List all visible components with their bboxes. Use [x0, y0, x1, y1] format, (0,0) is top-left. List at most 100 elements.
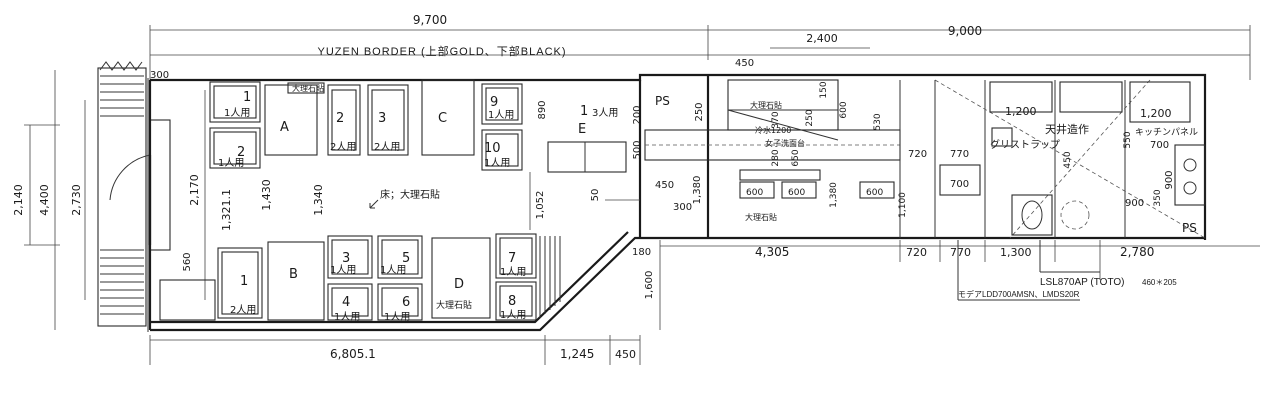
dim-1200b: 1,200 [1140, 107, 1172, 120]
dim-top-mid: 2,400 [806, 32, 838, 45]
dim-bot-4305: 4,305 [755, 245, 789, 259]
marble-bottom-label: 大理石貼 [436, 299, 472, 311]
table-1-top-cap: 1人用 [224, 107, 250, 119]
booth-9 [481, 83, 523, 125]
dim-1321: 1,321.1 [220, 189, 233, 231]
dim-450-mid: 450 [655, 180, 674, 191]
counter-1-cap: 3人用 [592, 107, 618, 119]
dim-bot-770: 770 [950, 246, 971, 259]
dim-left-total: 4,400 [38, 184, 51, 216]
dim-bot-6805: 6,805.1 [330, 347, 376, 361]
booth-3-number: 3 [378, 111, 386, 126]
dim-1052: 1,052 [535, 191, 546, 220]
dim-700-mid: 700 [950, 179, 969, 190]
booth-b3-cap: 1人用 [330, 264, 356, 276]
upper-marble-label: 大理石貼 [750, 100, 782, 110]
table-1-bottom [217, 247, 263, 319]
counter-1-number: 1 [580, 104, 588, 119]
slat-screen [539, 236, 561, 318]
table-a [264, 84, 318, 156]
border-note: YUZEN BORDER (上部GOLD、下部BLACK) [317, 44, 566, 58]
kitchen-fixtures [739, 169, 895, 199]
floor-note: 床；大理石貼 [380, 188, 440, 201]
marble-mid-label: 大理石貼 [745, 212, 777, 222]
dim-180: 180 [632, 247, 651, 258]
counter-e [547, 141, 627, 173]
dim-bot-1300: 1,300 [1000, 246, 1032, 259]
toilet-size: 460＊205 [1142, 278, 1177, 287]
entrance-stairs [97, 61, 171, 327]
booth-7-cap: 1人用 [500, 266, 526, 278]
marble-top-label: 大理石貼 [292, 83, 324, 93]
dim-left-outer: 2,140 [12, 184, 25, 216]
dim-500: 500 [632, 140, 643, 159]
dim-50: 50 [590, 189, 601, 202]
booth-b6-cap: 1人用 [384, 311, 410, 323]
counter-e-label: E [578, 122, 586, 137]
dim-300-mid: 300 [673, 202, 692, 213]
ps-top: PS [655, 94, 670, 108]
dim-bot-2780: 2,780 [1120, 245, 1154, 259]
booth-9-cap: 1人用 [488, 109, 514, 121]
booth-3-cap: 2人用 [374, 141, 400, 153]
dim-450-top: 450 [735, 58, 754, 69]
fixture-600-c: 600 [866, 188, 883, 198]
dim-left-inner: 2,730 [70, 184, 83, 216]
booth-3 [367, 84, 409, 156]
dim-280: 280 [771, 149, 781, 166]
dim-450-r: 450 [1063, 151, 1073, 168]
model-note: モデアLDD700AMSN、LMDS20R [958, 289, 1080, 299]
table-1-bottom-number: 1 [240, 274, 248, 289]
booth-8 [495, 281, 537, 321]
booth-10 [481, 129, 523, 171]
dim-600: 600 [839, 101, 849, 118]
booth-2 [327, 84, 361, 156]
booth-7 [495, 233, 537, 279]
dim-350: 350 [1153, 189, 1163, 206]
dim-250: 250 [694, 102, 705, 121]
booth-b5 [377, 235, 423, 279]
booth-2-number: 2 [336, 111, 344, 126]
table-2-left-number: 2 [237, 145, 245, 160]
table-b-label: B [289, 267, 298, 282]
toilet-model: LSL870AP (TOTO) [1040, 277, 1125, 288]
dim-bot-720: 720 [906, 246, 927, 259]
dim-150: 150 [819, 81, 829, 98]
dim-1100: 1,100 [898, 192, 908, 218]
table-1-bottom-cap: 2人用 [230, 304, 256, 316]
booth-b4-number: 4 [342, 295, 350, 310]
booth-8-number: 8 [508, 294, 516, 309]
dim-1200a: 1,200 [1005, 105, 1037, 118]
dim-1600: 1,600 [644, 271, 655, 300]
entrance-counter [159, 279, 216, 321]
dim-560: 560 [182, 252, 193, 271]
dim-bot-1245: 1,245 [560, 347, 594, 361]
dim-1380: 1,380 [692, 176, 703, 205]
booth-b6 [377, 283, 423, 321]
table-c [421, 79, 475, 156]
booth-9-number: 9 [490, 95, 498, 110]
dim-890: 890 [537, 100, 548, 119]
dim-300: 300 [150, 70, 169, 81]
dim-530: 530 [873, 113, 883, 130]
dim-700-r: 700 [1150, 140, 1169, 151]
booth-2-cap: 2人用 [330, 141, 356, 153]
dim-top-left: 9,700 [413, 13, 447, 27]
dim-900: 900 [1164, 170, 1175, 189]
top-dimension-lines [149, 25, 1251, 80]
dim-650: 650 [791, 149, 801, 166]
sink-label: 女子洗面台 [765, 138, 805, 148]
left-dimension-lines [24, 70, 86, 330]
booth-b5-cap: 1人用 [380, 264, 406, 276]
dim-1340: 1,340 [312, 184, 325, 216]
booth-8-cap: 1人用 [500, 309, 526, 321]
cooler-label: 冷水1200 [755, 125, 791, 135]
dim-370: 370 [771, 111, 781, 128]
bottom-dimension-lines [149, 240, 1260, 365]
dim-1430: 1,430 [260, 179, 273, 211]
table-1-top-number: 1 [243, 90, 251, 105]
dim-550: 550 [1123, 131, 1133, 148]
table-b [267, 241, 325, 321]
dim-720-top: 720 [908, 149, 927, 160]
